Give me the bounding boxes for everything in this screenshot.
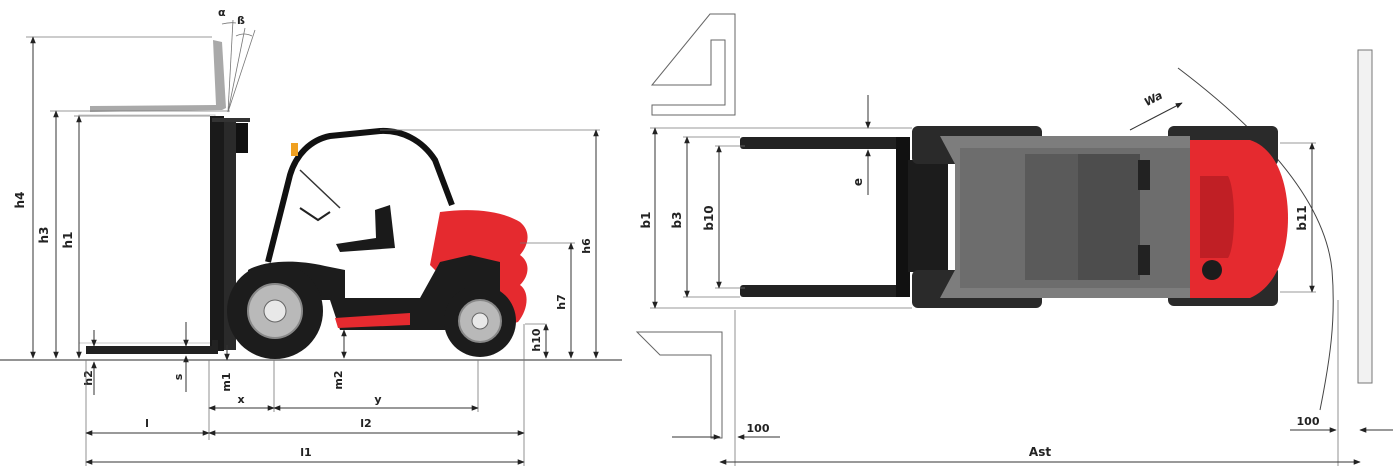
h2-label: h2 [82,370,95,386]
rear-wheel [444,285,516,357]
top-view: b1 b3 b10 e b11 Wa 100 100 Ast [635,13,1393,466]
lower-corner-wall [635,331,723,439]
s-label: s [172,373,185,380]
side-view: α ß h4 h3 h1 h2 s m1 m2 h10 h7 h6 [0,6,622,466]
b3-label: b3 [670,212,684,229]
upper-corner-wall [650,13,736,116]
l2-label: l2 [360,417,371,430]
clearance-right-label: 100 [1297,415,1320,428]
y-label: y [374,393,381,406]
h4-label: h4 [13,192,27,209]
b10-label: b10 [702,205,716,230]
b1-label: b1 [639,212,653,229]
fork-lowered [86,340,218,354]
forklift-body [248,127,528,330]
turning-arc [1177,67,1334,411]
h7-label: h7 [555,294,568,310]
h10-label: h10 [530,328,543,351]
m1-label: m1 [220,372,233,391]
h3-label: h3 [37,227,51,244]
top-body [908,126,1288,308]
lifted-fork-ghost [90,40,226,112]
b11-label: b11 [1295,205,1309,230]
wa-label: Wa [1142,89,1165,109]
m2-label: m2 [332,370,345,389]
alpha-label: α [218,6,226,19]
h1-label: h1 [61,232,75,249]
front-wheel [227,263,323,359]
e-label: e [851,178,865,186]
beta-label: ß [237,14,245,27]
dim-wa [1129,102,1183,131]
ast-label: Ast [1029,445,1051,459]
tilt-angle-lines [221,19,256,113]
top-forks [740,137,910,297]
l-label: l [145,417,149,430]
x-label: x [237,393,244,406]
load-outline [78,114,216,344]
clearance-left-label: 100 [747,422,770,435]
l1-label: l1 [300,446,311,459]
right-wall [1357,49,1373,384]
h6-label: h6 [580,238,593,254]
